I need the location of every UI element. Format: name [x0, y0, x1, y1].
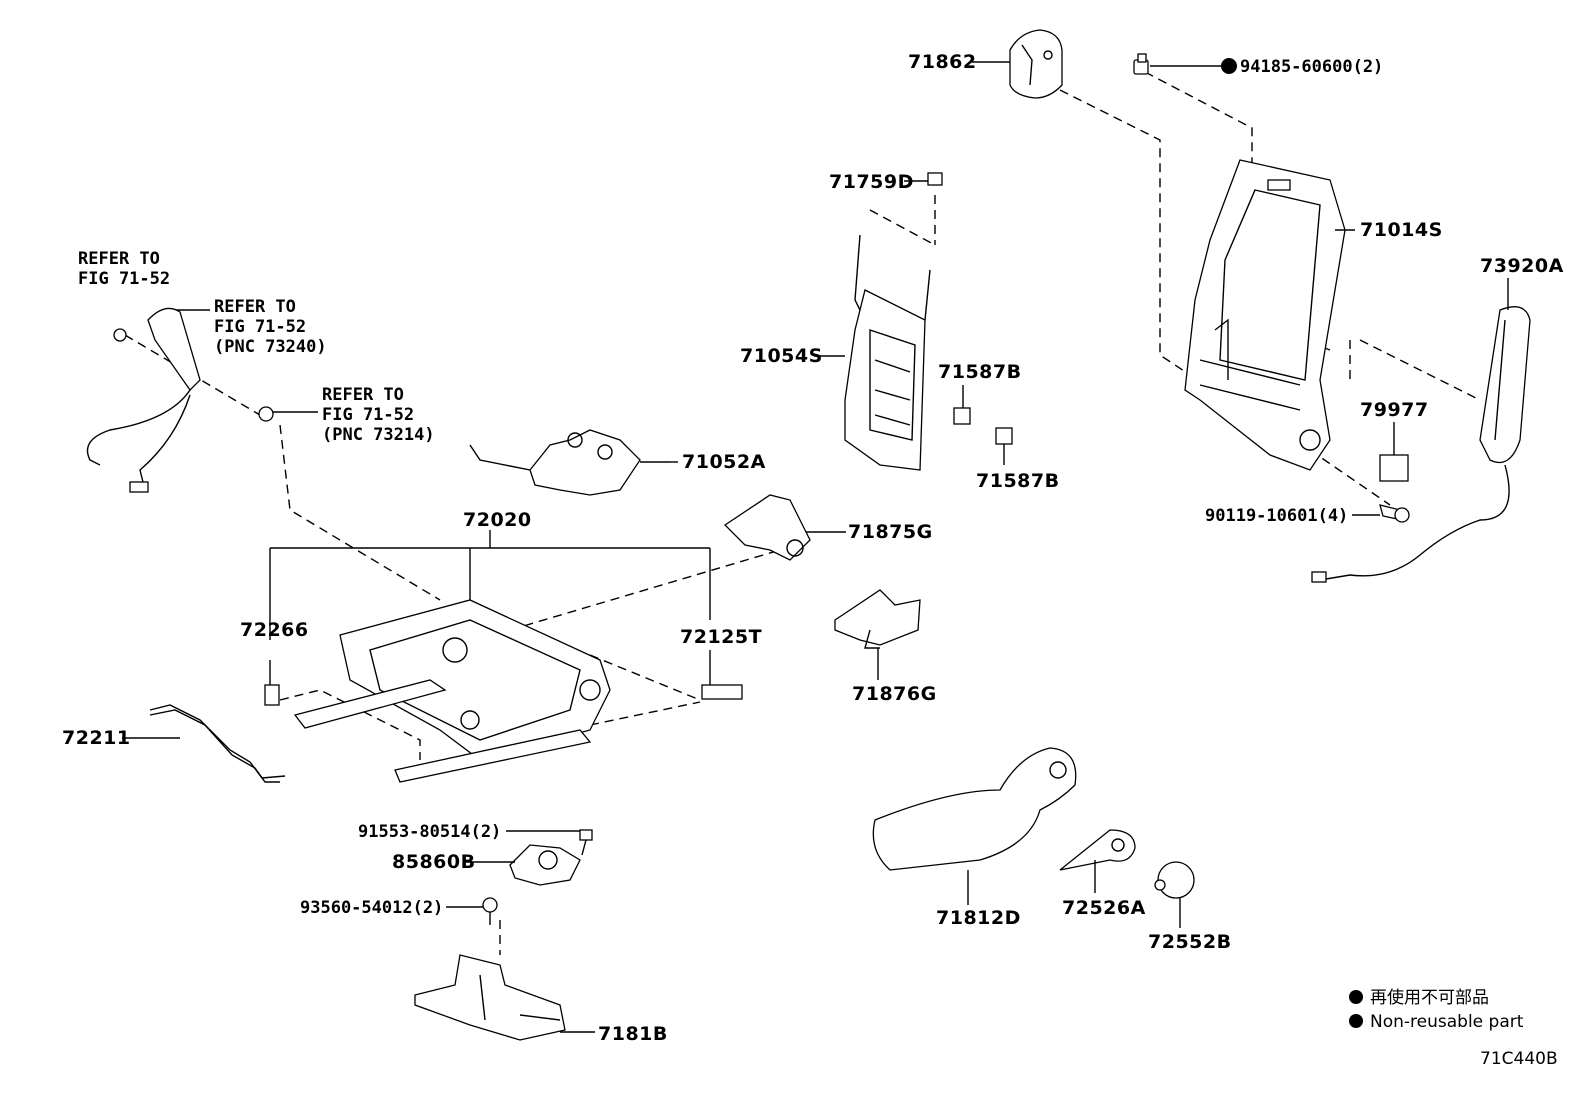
wire-harness-part — [469, 429, 670, 496]
lumbar-support-part — [844, 234, 931, 471]
label-72020: 72020 — [463, 509, 532, 531]
label-72211: 72211 — [62, 727, 131, 749]
refer-note-b: REFER TO FIG 71-52 (PNC 73240) — [86, 297, 327, 493]
headrest-cover-part — [1009, 29, 1063, 99]
label-72266: 72266 — [240, 619, 309, 641]
label-71014s: 71014S — [1360, 219, 1443, 241]
lever-72526a-part — [1059, 829, 1136, 871]
refer-note-a-line1: REFER TO — [78, 249, 160, 269]
label-72526a: 72526A — [1062, 897, 1146, 919]
label-91553: 91553-80514(2) — [358, 822, 501, 842]
side-airbag-part — [1311, 306, 1531, 583]
seatback-frame-part — [1184, 159, 1346, 471]
label-90119: 90119-10601(4) — [1205, 506, 1348, 526]
part-72266 — [264, 684, 280, 706]
refer-note-c-line3: (PNC 73214) — [322, 425, 435, 445]
refer-note-b-line2: FIG 71-52 — [214, 317, 306, 337]
legend-line-jp: 再使用不可部品 — [1370, 987, 1489, 1008]
label-71054s: 71054S — [740, 345, 823, 367]
label-72552b: 72552B — [1148, 931, 1232, 953]
screw-91553-part — [579, 829, 593, 856]
lower-bracket-7181b-part — [414, 954, 566, 1041]
non-reusable-dot-icon — [1349, 990, 1363, 1004]
bracket-71875g-part — [723, 494, 811, 561]
label-71875g: 71875G — [848, 521, 933, 543]
label-71812d: 71812D — [936, 907, 1021, 929]
clip-71759d-part — [927, 172, 943, 186]
refer-note-b-line1: REFER TO — [214, 297, 296, 317]
label-73920a: 73920A — [1480, 255, 1564, 277]
label-71876g: 71876G — [852, 683, 937, 705]
refer-note-c-line2: FIG 71-52 — [322, 405, 414, 425]
label-71759d: 71759D — [829, 171, 914, 193]
non-reusable-dot-icon — [1221, 58, 1237, 74]
label-71587b-1: 71587B — [938, 361, 1022, 383]
refer-note-c: REFER TO FIG 71-52 (PNC 73214) — [258, 385, 435, 445]
label-72125t: 72125T — [680, 626, 762, 648]
cap-72552b-part — [1154, 861, 1195, 899]
legend: 再使用不可部品 Non-reusable part — [1349, 987, 1524, 1032]
label-71052a: 71052A — [682, 451, 766, 473]
refer-note-a: REFER TO FIG 71-52 — [78, 249, 170, 342]
clip-71587b-2-part — [995, 427, 1013, 445]
label-79977: 79977 — [1360, 399, 1429, 421]
motor-85860b-part — [509, 844, 581, 886]
clip-71587b-1-part — [953, 407, 971, 425]
label-71862: 71862 — [908, 51, 977, 73]
bolt-90119-part — [1379, 504, 1410, 523]
refer-note-a-line2: FIG 71-52 — [78, 269, 170, 289]
seat-cushion-frame-part — [293, 599, 611, 783]
diagram-code: 71C440B — [1480, 1049, 1558, 1069]
leader-lines — [122, 61, 1509, 1033]
refer-note-b-line3: (PNC 73240) — [214, 337, 327, 357]
rod-72211-part — [149, 704, 286, 783]
label-7181b: 7181B — [598, 1023, 668, 1045]
label-71587b-2: 71587B — [976, 470, 1060, 492]
label-94185: 94185-60600(2) — [1240, 57, 1383, 77]
side-cover-71812d-part — [872, 747, 1077, 871]
connector-72125t-part — [701, 684, 743, 700]
screw-93560-part — [482, 897, 498, 925]
non-reusable-dot-icon — [1349, 1014, 1363, 1028]
refer-note-c-line1: REFER TO — [322, 385, 404, 405]
bracket-71876g-part — [834, 589, 921, 649]
nut-94185-part — [1133, 53, 1149, 75]
legend-line-en: Non-reusable part — [1370, 1012, 1524, 1032]
label-79977-part — [1379, 454, 1409, 482]
label-93560: 93560-54012(2) — [300, 898, 443, 918]
label-85860b: 85860B — [392, 851, 476, 873]
